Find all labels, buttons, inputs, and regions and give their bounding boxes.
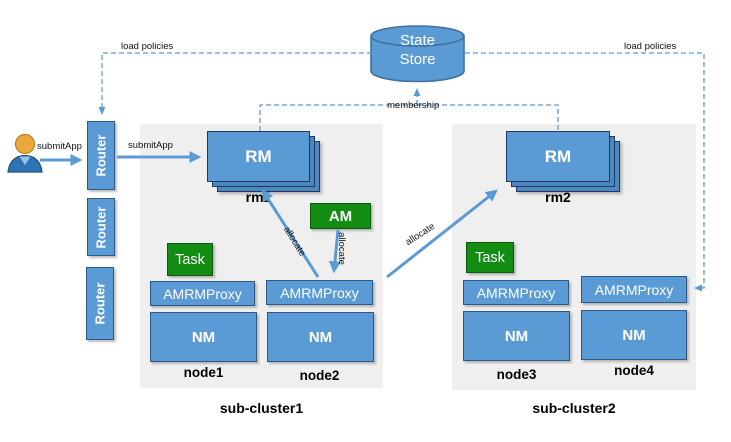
router-label: Router	[93, 206, 109, 248]
nm-box-node3: NM	[463, 311, 570, 361]
load-policies-label-left: load policies	[121, 41, 174, 52]
amrmproxy-box-node3: AMRMProxy	[463, 280, 569, 305]
edge-load-policies-left	[98, 52, 372, 115]
sub-cluster2-title: sub-cluster2	[532, 400, 616, 416]
nm-box-node4: NM	[581, 310, 687, 360]
rm1-name: rm1	[245, 189, 272, 205]
state-store-label: State Store	[399, 32, 436, 68]
database-cylinder-icon	[370, 25, 465, 83]
router-label: Router	[93, 134, 109, 177]
amrmproxy-box-node2: AMRMProxy	[266, 280, 373, 305]
task-box-node1: Task	[167, 243, 213, 276]
sub-cluster1-title: sub-cluster1	[219, 400, 304, 416]
load-policies-label-right: load policies	[624, 41, 677, 52]
router-box-3: Router	[86, 267, 114, 340]
node2-label: node2	[299, 368, 340, 383]
node4-label: node4	[614, 363, 654, 378]
rm1-box: RM	[207, 131, 310, 182]
node3-label: node3	[496, 367, 537, 382]
submitapp-label-user: submitApp	[37, 141, 82, 152]
allocate-label-am: allocate	[335, 232, 347, 265]
rm2-box: RM	[506, 131, 610, 182]
user-icon	[7, 133, 43, 173]
node1-label: node1	[183, 365, 224, 380]
router-label: Router	[92, 282, 108, 325]
rm1-stack: RM	[207, 131, 322, 194]
amrmproxy-box-node4: AMRMProxy	[581, 276, 687, 303]
router-box-1: Router	[87, 121, 115, 190]
membership-label: membership	[387, 100, 440, 111]
nm-box-node1: NM	[150, 312, 257, 362]
rm2-stack: RM	[506, 131, 622, 194]
amrmproxy-box-node1: AMRMProxy	[150, 281, 255, 306]
router-box-2: Router	[87, 198, 115, 256]
am-box: AM	[310, 203, 371, 229]
task-box-node3: Task	[466, 242, 514, 273]
rm2-name: rm2	[545, 189, 571, 205]
nm-box-node2: NM	[267, 312, 374, 362]
submitapp-label-router: submitApp	[128, 140, 173, 151]
allocate-label-rm2: allocate	[403, 220, 438, 249]
